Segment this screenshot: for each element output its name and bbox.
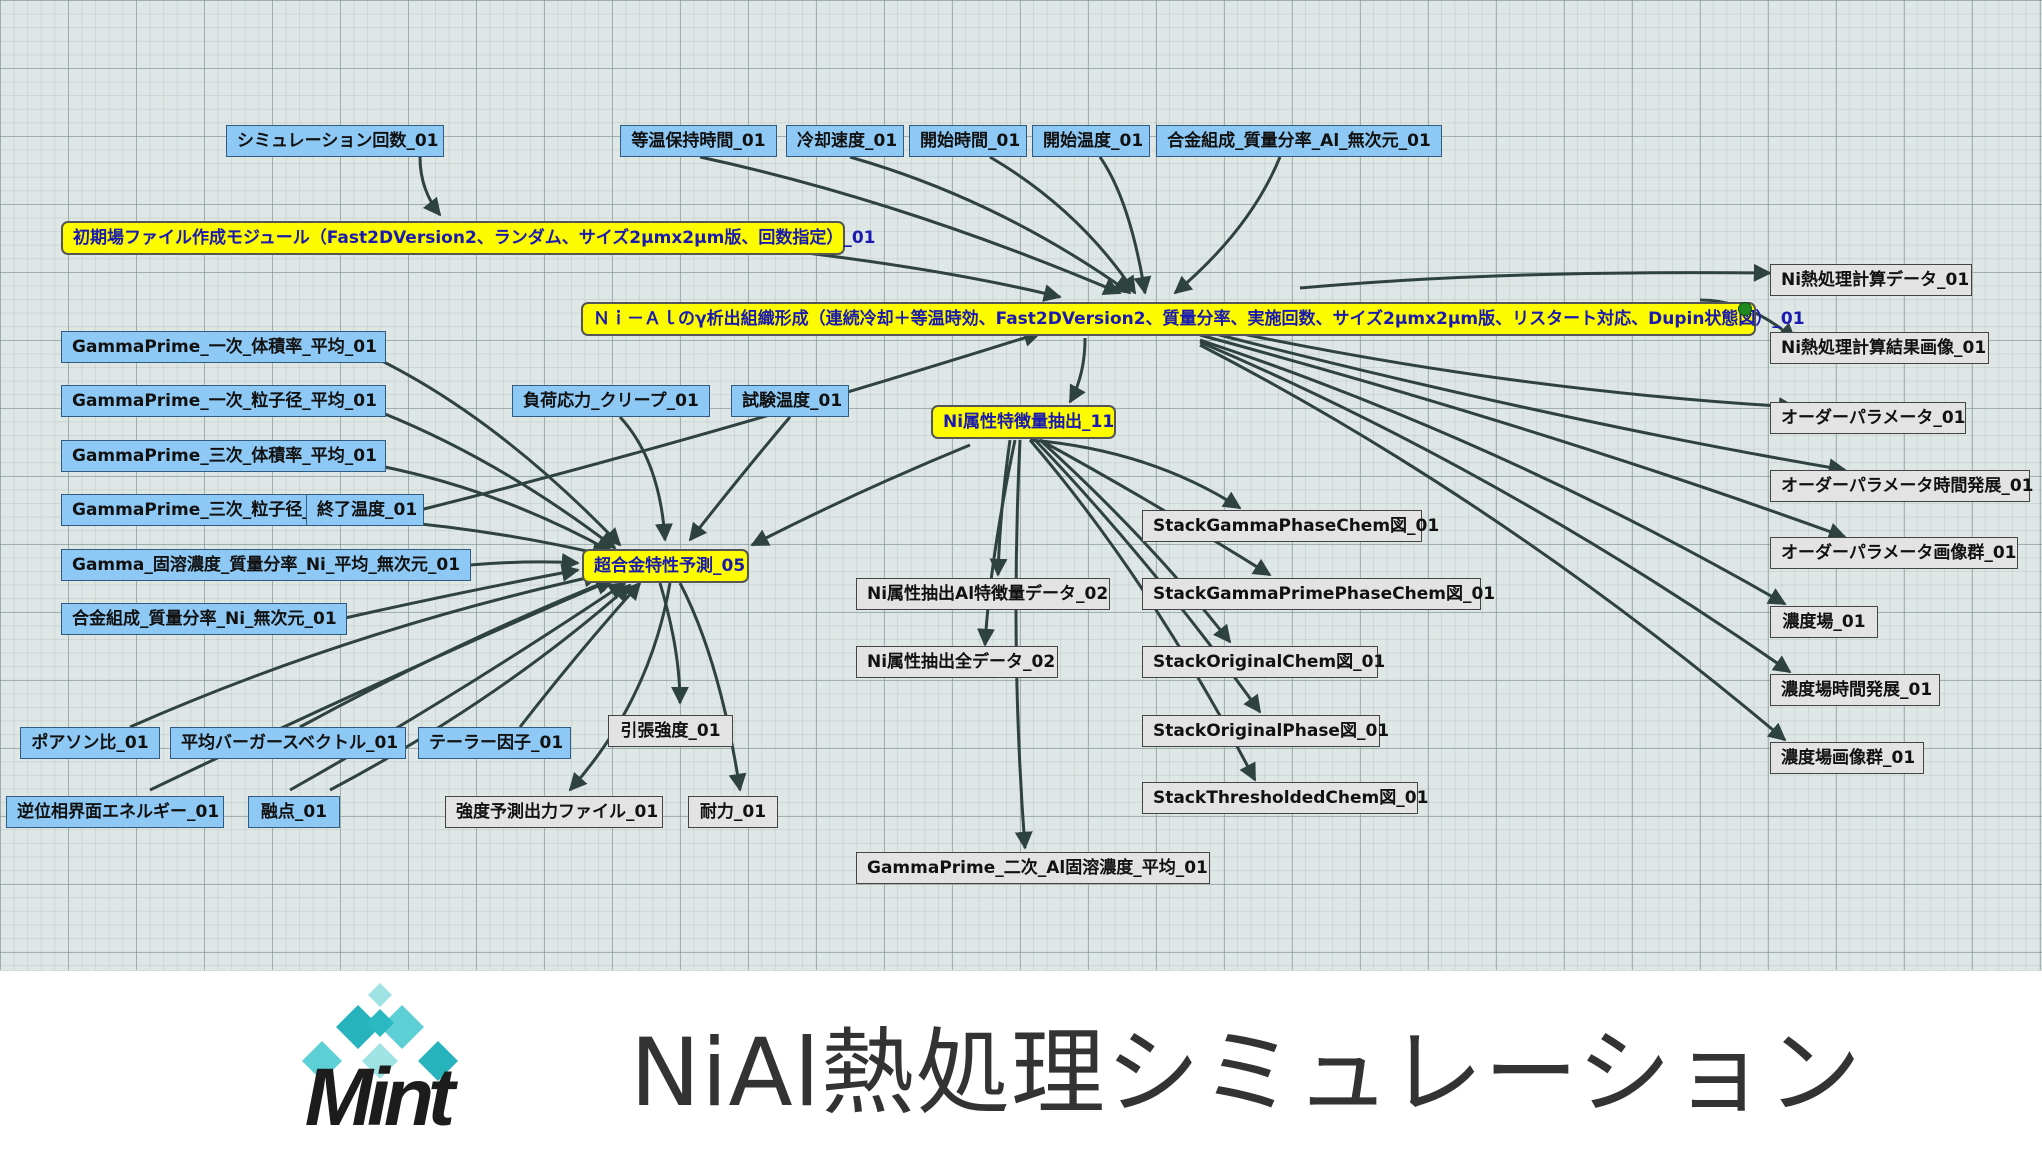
input-test-temp[interactable]: 試験温度_01 — [731, 385, 849, 417]
mint-logo-text: Mint — [304, 1052, 455, 1143]
edge-connector — [1199, 323, 1797, 416]
edge-connector — [789, 249, 1062, 302]
edge-connector — [289, 581, 627, 792]
input-cool-rate[interactable]: 冷却速度_01 — [786, 125, 904, 157]
edge-connector — [1029, 438, 1242, 510]
edge-connector — [419, 329, 1042, 512]
edge-connector — [849, 155, 1132, 295]
output-order-param-time[interactable]: オーダーパラメータ時間発展_01 — [1770, 470, 2033, 502]
output-calc-image[interactable]: Ni熱処理計算結果画像_01 — [1770, 332, 1989, 364]
input-melting[interactable]: 融点_01 — [248, 796, 340, 828]
output-order-param-images[interactable]: オーダーパラメータ画像群_01 — [1770, 537, 2018, 569]
edge-connector — [418, 156, 442, 217]
edge-connector — [299, 575, 617, 729]
input-burgers[interactable]: 平均バーガースベクトル_01 — [170, 727, 406, 759]
footer-banner: Mint NiAl熱処理シミュレーション — [0, 970, 2042, 1152]
input-taylor[interactable]: テーラー因子_01 — [418, 727, 571, 759]
input-end-temp[interactable]: 終了温度_01 — [306, 494, 424, 526]
input-alloy-al[interactable]: 合金組成_質量分率_Al_無次元_01 — [1156, 125, 1442, 157]
edge-connector — [1098, 156, 1152, 295]
edge-connector — [568, 582, 672, 792]
output-conc-field-images[interactable]: 濃度場画像群_01 — [1770, 742, 1924, 774]
edge-connector — [379, 358, 622, 547]
output-calc-data[interactable]: Ni熱処理計算データ_01 — [1770, 264, 1972, 296]
module-init-field[interactable]: 初期場ファイル作成モジュール（Fast2DVersion2、ランダム、サイズ2μ… — [61, 221, 876, 255]
edge-connector — [518, 581, 642, 728]
edge-connector — [750, 443, 971, 547]
output-stack-gammaprime[interactable]: StackGammaPrimePhaseChem図_01 — [1142, 578, 1495, 610]
input-gp3-size[interactable]: GammaPrime_三次_粒子径_ — [61, 494, 311, 526]
input-apb-energy[interactable]: 逆位相界面エネルギー_01 — [6, 796, 224, 828]
output-conc-field-time[interactable]: 濃度場時間発展_01 — [1770, 674, 1940, 706]
input-hold-time[interactable]: 等温保持時間_01 — [620, 125, 777, 157]
edge-connector — [658, 582, 689, 705]
edge-connector — [1199, 338, 1787, 606]
output-ni-al-feature[interactable]: Ni属性抽出Al特徴量データ_02 — [856, 578, 1110, 610]
edge-connector — [1199, 328, 1847, 477]
input-poisson[interactable]: ポアソン比_01 — [20, 727, 160, 759]
input-sim-count[interactable]: シミュレーション回数_01 — [226, 125, 444, 157]
output-stack-gamma[interactable]: StackGammaPhaseChem図_01 — [1142, 510, 1439, 542]
mint-logo-icon — [302, 983, 458, 1081]
input-start-time[interactable]: 開始時間_01 — [909, 125, 1027, 157]
output-stack-origchem[interactable]: StackOriginalChem図_01 — [1142, 646, 1385, 678]
edge-connector — [469, 553, 580, 571]
input-start-temp[interactable]: 開始温度_01 — [1032, 125, 1150, 157]
workflow-canvas[interactable]: シミュレーション回数_01 等温保持時間_01 冷却速度_01 開始時間_01 … — [0, 0, 2042, 970]
edge-connector — [1299, 263, 1772, 290]
edge-connector — [379, 464, 614, 554]
edge-connector — [344, 564, 580, 620]
edge-connector — [1199, 340, 1792, 674]
edge-connector — [688, 416, 792, 542]
output-tensile[interactable]: 引張強度_01 — [608, 715, 733, 747]
edge-connector — [1039, 438, 1272, 577]
edge-connector — [1014, 439, 1033, 850]
input-alloy-ni[interactable]: 合金組成_質量分率_Ni_無次元_01 — [61, 603, 347, 635]
edge-connector — [329, 583, 632, 792]
edge-connector — [149, 578, 614, 792]
output-strength-file[interactable]: 強度予測出力ファイル_01 — [445, 796, 663, 828]
output-order-param[interactable]: オーダーパラメータ_01 — [1770, 402, 1966, 434]
input-gp1-size[interactable]: GammaPrime_一次_粒子径_平均_01 — [61, 385, 386, 417]
edge-connector — [1199, 333, 1847, 540]
edge-connector — [1173, 156, 1282, 295]
output-endurance[interactable]: 耐力_01 — [688, 796, 778, 828]
status-dot-icon — [1738, 302, 1752, 316]
input-gamma-ni[interactable]: Gamma_固溶濃度_質量分率_Ni_平均_無次元_01 — [61, 549, 471, 581]
input-gp1-vol[interactable]: GammaPrime_一次_体積率_平均_01 — [61, 331, 386, 363]
edge-connector — [1068, 337, 1087, 404]
output-ni-all-data[interactable]: Ni属性抽出全データ_02 — [856, 646, 1058, 678]
output-conc-field[interactable]: 濃度場_01 — [1770, 606, 1878, 638]
edge-connector — [1199, 343, 1787, 742]
output-stack-thresh[interactable]: StackThresholdedChem図_01 — [1142, 782, 1428, 814]
edge-connector — [976, 439, 1017, 647]
output-gp2-al[interactable]: GammaPrime_二次_Al固溶濃度_平均_01 — [856, 852, 1210, 884]
edge-connector — [379, 410, 617, 550]
edge-connector — [989, 155, 1137, 295]
edge-layer — [129, 155, 1847, 850]
module-ni-feature-extract[interactable]: Ni属性特徴量抽出_11 — [931, 405, 1116, 439]
edge-connector — [618, 415, 673, 542]
input-gp3-vol[interactable]: GammaPrime_三次_体積率_平均_01 — [61, 440, 386, 472]
output-stack-origphase[interactable]: StackOriginalPhase図_01 — [1142, 715, 1389, 747]
input-creep-load[interactable]: 負荷応力_クリープ_01 — [512, 385, 710, 417]
mint-logo: Mint — [262, 979, 522, 1149]
page-title: NiAl熱処理シミュレーション — [630, 1019, 1863, 1128]
edge-connector — [699, 155, 1122, 295]
edge-connector — [989, 439, 1012, 577]
module-superalloy-predict[interactable]: 超合金特性予測_05 — [582, 549, 749, 583]
edge-connector — [129, 569, 602, 729]
edge-connector — [678, 582, 747, 792]
module-nial-gamma[interactable]: Ｎｉ－Ａｌのγ析出組織形成（連続冷却＋等温時効、Fast2DVersion2、質… — [581, 302, 1805, 336]
